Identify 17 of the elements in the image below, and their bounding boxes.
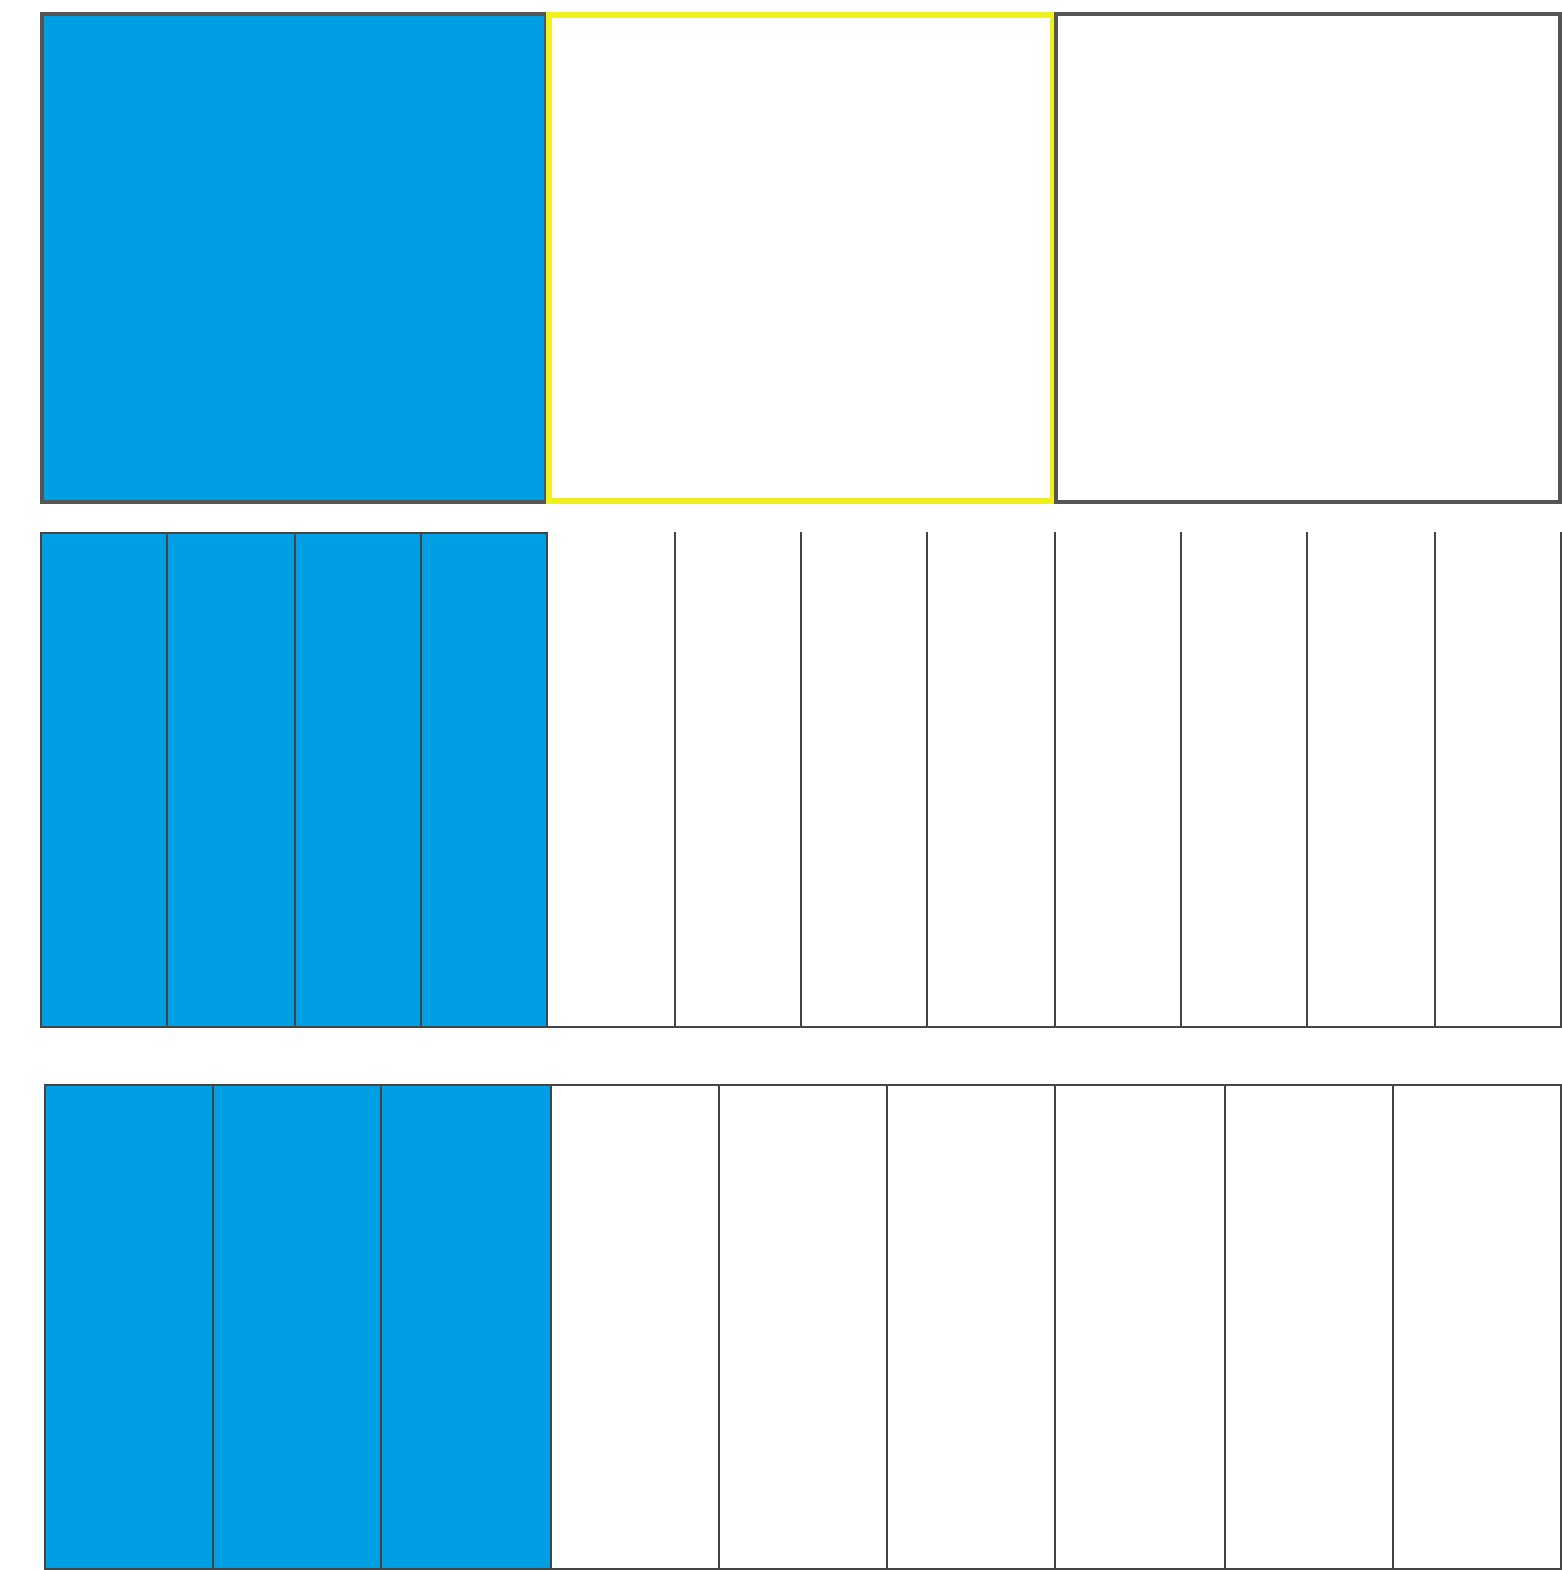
fraction-part xyxy=(549,1084,720,1570)
shaded-fraction-part xyxy=(380,1084,552,1570)
fraction-part xyxy=(1391,1084,1562,1570)
fraction-part xyxy=(1054,1084,1226,1570)
shaded-fraction-part xyxy=(40,12,549,504)
fraction-part xyxy=(546,12,1056,504)
fraction-part xyxy=(717,1084,889,1570)
shaded-fraction-part xyxy=(212,1084,383,1570)
fraction-part xyxy=(886,1084,1057,1570)
fraction-part xyxy=(1053,12,1562,504)
shaded-fraction-part xyxy=(166,532,296,1028)
shaded-fraction-part xyxy=(40,532,169,1028)
fraction-part xyxy=(1433,532,1562,1028)
fraction-part xyxy=(1223,1084,1394,1570)
shaded-fraction-part xyxy=(44,1084,215,1570)
shaded-fraction-part xyxy=(293,532,422,1028)
shaded-fraction-part xyxy=(420,532,549,1028)
